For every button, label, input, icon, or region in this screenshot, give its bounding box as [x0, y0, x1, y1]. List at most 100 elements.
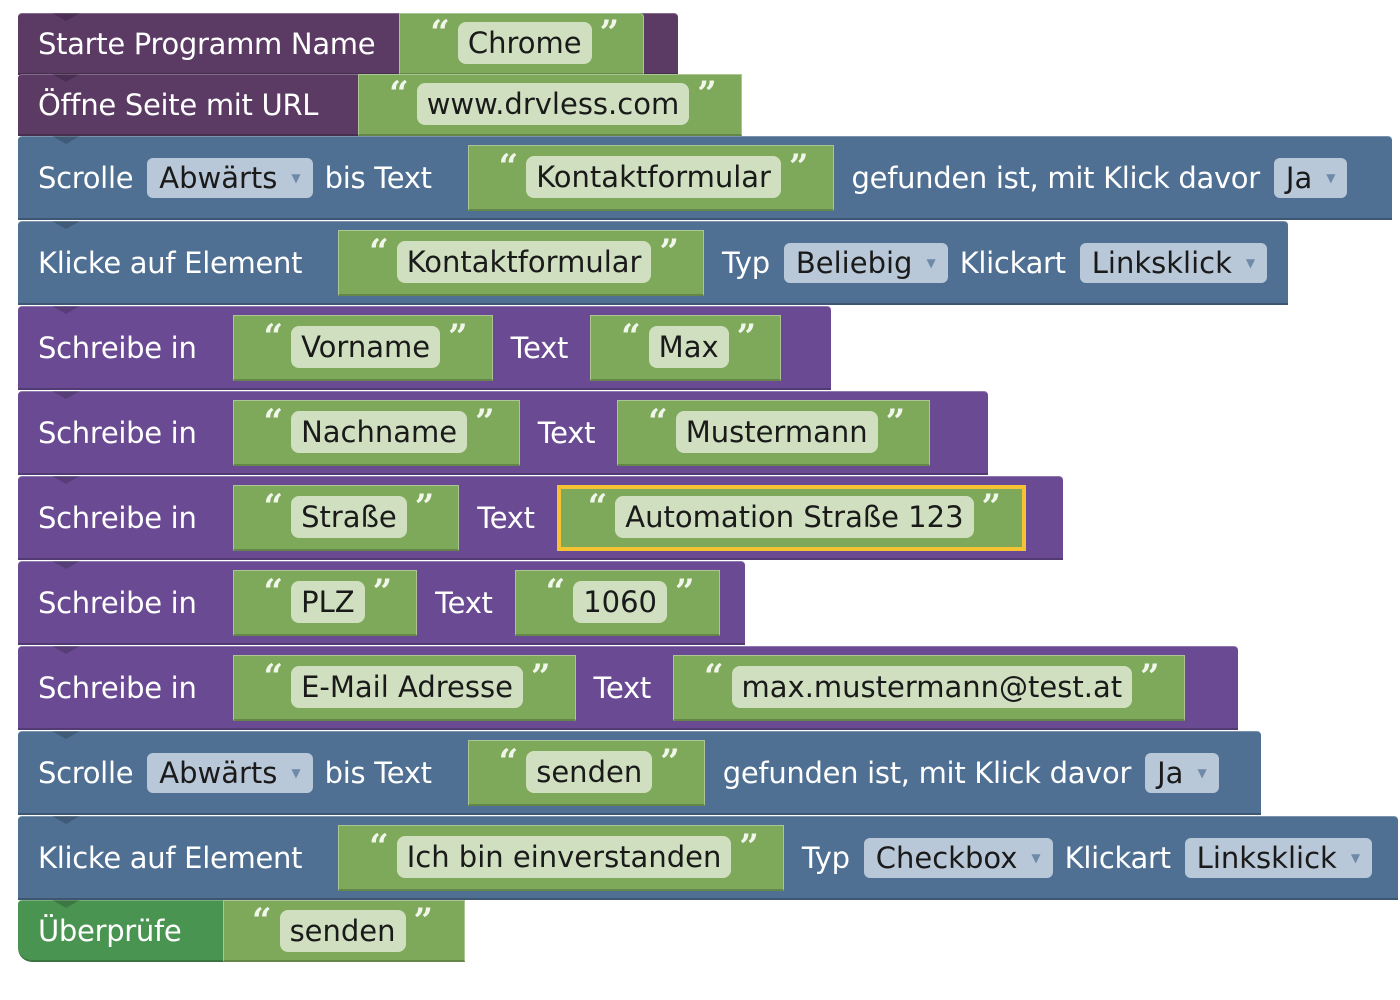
text-value-field[interactable]: max.mustermann@test.at	[731, 666, 1133, 708]
block-label: Klickart	[959, 245, 1066, 280]
close-quote-icon: ”	[530, 657, 551, 697]
dropdown-value: Beliebig	[795, 245, 913, 280]
direction-dropdown[interactable]: Abwärts▼	[147, 157, 313, 198]
close-quote-icon: ”	[448, 317, 468, 357]
scroll-block[interactable]: Scrolle Abwärts▼ bis Text “ Kontaktformu…	[18, 136, 1392, 220]
chevron-down-icon: ▼	[291, 765, 301, 780]
close-quote-icon: ”	[599, 13, 620, 53]
url-field[interactable]: www.drvless.com	[416, 83, 690, 125]
open-quote-icon: “	[545, 572, 566, 612]
close-quote-icon: ”	[372, 572, 393, 612]
block-label: Text	[510, 330, 569, 365]
close-quote-icon: ”	[475, 402, 495, 442]
field-block[interactable]: “ PLZ ”	[232, 569, 418, 636]
type-dropdown[interactable]: Beliebig ▼	[783, 242, 948, 283]
text-block[interactable]: “ Mustermann ”	[617, 399, 931, 466]
close-quote-icon: ”	[981, 487, 1002, 527]
open-quote-icon: “	[263, 657, 284, 697]
block-label: bis Text	[324, 160, 432, 195]
close-quote-icon: ”	[697, 74, 717, 114]
field-name-input[interactable]: Nachname	[291, 411, 468, 453]
click-element-block[interactable]: Klicke auf Element “ Kontaktformular ” T…	[18, 221, 1288, 305]
block-label: Schreibe in	[38, 415, 197, 450]
text-block[interactable]: “ Max ”	[590, 314, 782, 381]
close-quote-icon: ”	[736, 317, 757, 357]
dropdown-value: Linksklick	[1091, 245, 1232, 280]
field-name-input[interactable]: PLZ	[291, 581, 365, 623]
dropdown-value: Linksklick	[1196, 840, 1337, 875]
field-block[interactable]: “ Nachname ”	[232, 399, 520, 466]
text-block[interactable]: “ Kontaktformular ”	[467, 144, 834, 211]
text-value-field[interactable]: senden	[279, 909, 406, 952]
click-element-block[interactable]: Klicke auf Element “ Ich bin einverstand…	[18, 816, 1398, 900]
field-block[interactable]: “ Vorname ”	[232, 314, 493, 381]
text-value-field[interactable]: Mustermann	[675, 411, 878, 453]
block-label: Typ	[722, 245, 770, 280]
block-label: Überprüfe	[38, 913, 182, 948]
field-block[interactable]: “ E-Mail Adresse ”	[232, 654, 576, 721]
open-quote-icon: “	[587, 487, 608, 527]
close-quote-icon: ”	[675, 572, 695, 612]
click-type-dropdown[interactable]: Linksklick ▼	[1184, 837, 1373, 878]
text-value-field[interactable]: senden	[526, 751, 653, 793]
scroll-block[interactable]: Scrolle Abwärts▼ bis Text “ senden ” gef…	[18, 731, 1261, 815]
close-quote-icon: ”	[414, 487, 435, 527]
block-label: Öffne Seite mit URL	[38, 87, 319, 122]
block-label: gefunden ist, mit Klick davor	[851, 160, 1261, 195]
field-name-input[interactable]: E-Mail Adresse	[291, 666, 523, 708]
text-block[interactable]: “ Kontaktformular ”	[338, 229, 705, 296]
text-value-field[interactable]: 1060	[573, 581, 667, 623]
text-value-field[interactable]: Kontaktformular	[526, 156, 781, 198]
verify-block[interactable]: Überprüfe	[18, 900, 223, 962]
open-quote-icon: “	[703, 657, 724, 697]
open-quote-icon: “	[263, 317, 284, 357]
text-value-field[interactable]: Automation Straße 123	[615, 496, 974, 538]
write-block[interactable]: Schreibe in “ E-Mail Adresse ” Text “ ma…	[18, 646, 1238, 730]
chevron-down-icon: ▼	[291, 170, 301, 185]
open-url-block[interactable]: Öffne Seite mit URL “ www.drvless.com ”	[18, 73, 742, 136]
dropdown-value: Abwärts	[159, 755, 278, 790]
start-program-block[interactable]: Starte Programm Name “ Chrome ”	[18, 12, 678, 75]
field-name-input[interactable]: Vorname	[291, 326, 441, 368]
text-value-field[interactable]: Ich bin einverstanden	[396, 836, 732, 878]
close-quote-icon: ”	[660, 742, 680, 782]
open-quote-icon: “	[263, 487, 284, 527]
text-block[interactable]: “ Chrome ”	[399, 12, 645, 75]
chevron-down-icon: ▼	[1197, 765, 1207, 780]
text-block[interactable]: “ max.mustermann@test.at ”	[672, 654, 1185, 721]
selected-text-block[interactable]: “ Automation Straße 123 ”	[556, 484, 1027, 551]
block-label: Text	[477, 500, 535, 535]
text-block[interactable]: “ Ich bin einverstanden ”	[338, 824, 784, 891]
click-before-dropdown[interactable]: Ja ▼	[1273, 157, 1348, 198]
text-value-field[interactable]: Kontaktformular	[396, 241, 652, 283]
dropdown-value: Ja	[1285, 160, 1313, 195]
chevron-down-icon: ▼	[1031, 850, 1041, 865]
dropdown-value: Ja	[1157, 755, 1184, 790]
click-type-dropdown[interactable]: Linksklick▼	[1079, 242, 1268, 283]
block-label: Schreibe in	[38, 330, 197, 365]
text-block[interactable]: “ senden ”	[223, 900, 465, 962]
dropdown-value: Checkbox	[875, 840, 1018, 875]
field-name-input[interactable]: Straße	[291, 496, 407, 538]
type-dropdown[interactable]: Checkbox ▼	[863, 837, 1053, 878]
chevron-down-icon: ▼	[926, 255, 936, 270]
text-block[interactable]: “ www.drvless.com ”	[358, 73, 742, 136]
text-value-field[interactable]: Chrome	[457, 22, 592, 64]
write-block[interactable]: Schreibe in “ Nachname ” Text “ Musterma…	[18, 391, 988, 475]
block-label: Schreibe in	[38, 670, 197, 705]
block-label: Klicke auf Element	[38, 840, 303, 875]
chevron-down-icon: ▼	[1350, 850, 1361, 865]
write-block[interactable]: Schreibe in “ Straße ” Text “ Automation…	[18, 476, 1063, 560]
text-value-field[interactable]: Max	[648, 326, 729, 368]
open-quote-icon: “	[621, 317, 641, 357]
write-block[interactable]: Schreibe in “ PLZ ” Text “ 1060 ”	[18, 561, 745, 645]
field-block[interactable]: “ Straße ”	[232, 484, 460, 551]
direction-dropdown[interactable]: Abwärts ▼	[147, 752, 313, 793]
block-label: Text	[537, 415, 596, 450]
click-before-dropdown[interactable]: Ja ▼	[1145, 752, 1219, 793]
block-label: Typ	[801, 840, 850, 875]
text-block[interactable]: “ senden ”	[467, 739, 705, 806]
text-block[interactable]: “ 1060 ”	[514, 569, 720, 636]
chevron-down-icon: ▼	[1326, 170, 1336, 185]
write-block[interactable]: Schreibe in “ Vorname ” Text “ Max ”	[18, 306, 831, 390]
